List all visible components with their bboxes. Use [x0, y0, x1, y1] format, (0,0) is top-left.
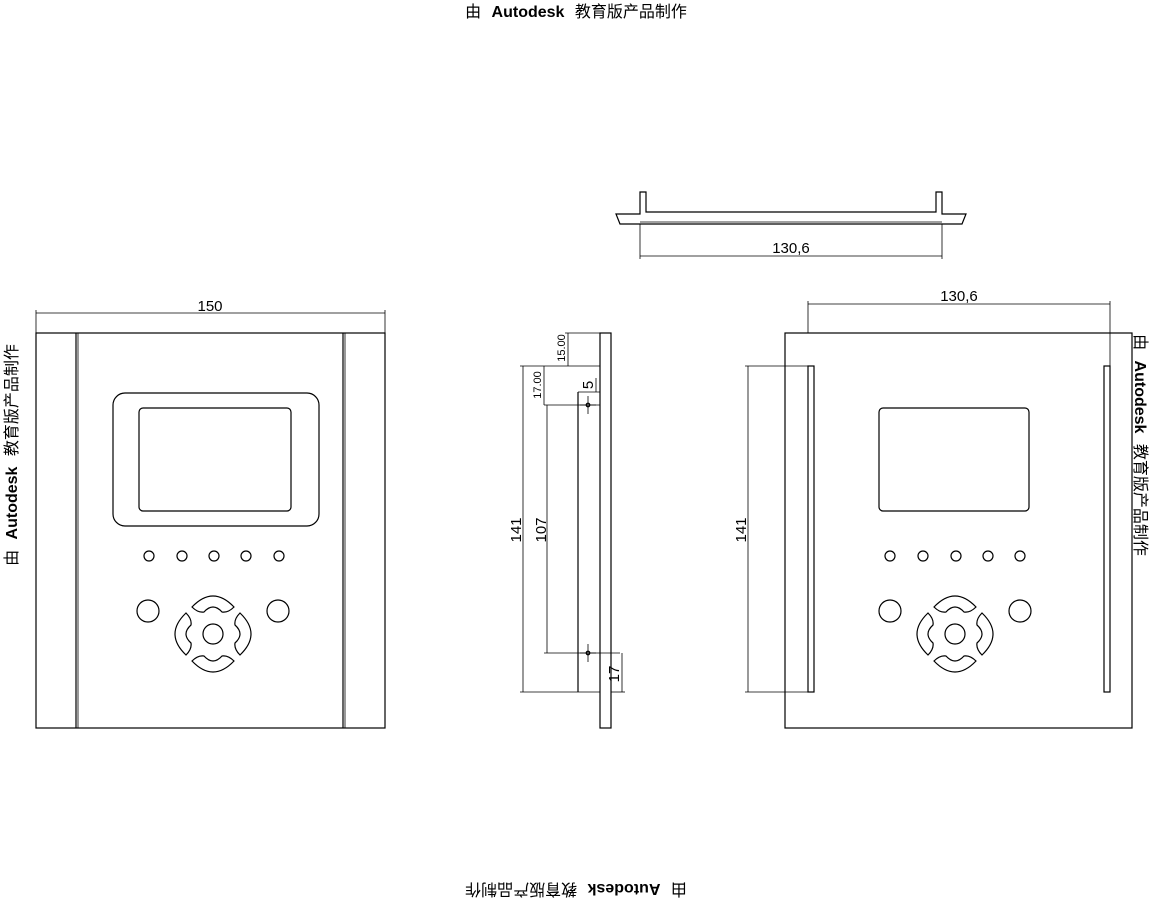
rear-key-down [933, 655, 977, 673]
watermark-left: 由 Autodesk 教育版产品制作 [3, 344, 21, 566]
top-width-label: 130,6 [772, 240, 810, 257]
watermark-top-prefix: 由 [465, 3, 481, 21]
watermark-bottom-brand: Autodesk [587, 880, 660, 897]
rear-view: 130,6 141 [733, 288, 1133, 729]
front-view: 150 [35, 298, 386, 729]
rear-key-right [976, 612, 994, 656]
rear-led [884, 550, 896, 562]
watermark-top: 由 Autodesk 教育版产品制作 [465, 3, 687, 21]
rear-led [950, 550, 962, 562]
front-key-center [202, 623, 224, 645]
front-display-screen [138, 407, 292, 512]
front-key-up [191, 595, 235, 613]
side-hole-offset-label: 17.00 [532, 371, 544, 399]
rear-key-up [933, 595, 977, 613]
rear-display [878, 407, 1030, 512]
watermark-right-prefix: 由 [1131, 334, 1149, 350]
rear-rail-left [807, 365, 815, 693]
side-hole-top [580, 396, 596, 414]
side-hole-bottom [580, 644, 596, 662]
side-panel [599, 332, 612, 729]
rear-keypad [916, 595, 994, 673]
front-key-left [174, 612, 192, 656]
watermark-left-suffix: 教育版产品制作 [3, 344, 21, 456]
front-button-left [136, 599, 160, 623]
front-led [240, 550, 252, 562]
watermark-bottom-prefix: 由 [671, 880, 687, 898]
rear-led [917, 550, 929, 562]
side-hole-spacing-label: 107 [533, 517, 550, 542]
side-view: 141 15.00 17.00 107 5 17 [508, 332, 625, 729]
rear-width-label: 130,6 [940, 288, 978, 305]
side-height-label: 141 [508, 517, 525, 542]
watermark-bottom-suffix: 教育版产品制作 [465, 880, 577, 898]
rear-key-left [916, 612, 934, 656]
watermark-top-suffix: 教育版产品制作 [575, 3, 687, 21]
rear-key-center [944, 623, 966, 645]
rear-body [784, 332, 1133, 729]
watermark-right: 由 Autodesk 教育版产品制作 [1131, 334, 1149, 556]
front-led [273, 550, 285, 562]
rear-button-left [878, 599, 902, 623]
rear-button-right [1008, 599, 1032, 623]
rear-height-label: 141 [733, 517, 750, 542]
rear-rail-right [1103, 365, 1111, 693]
watermark-bottom: 由 Autodesk 教育版产品制作 [465, 880, 687, 898]
watermark-right-suffix: 教育版产品制作 [1131, 444, 1149, 556]
side-small-label: 5 [580, 381, 597, 389]
front-led [176, 550, 188, 562]
front-key-right [234, 612, 252, 656]
watermark-left-prefix: 由 [3, 550, 21, 566]
front-led [143, 550, 155, 562]
front-keypad [174, 595, 252, 673]
side-bottom-label: 17 [606, 666, 623, 683]
front-button-right [266, 599, 290, 623]
top-view: 130,6 [615, 191, 967, 259]
front-led [208, 550, 220, 562]
side-top-offset-label: 15.00 [556, 334, 568, 362]
front-display-bezel [112, 392, 320, 527]
rear-led [1014, 550, 1026, 562]
front-key-down [191, 655, 235, 673]
watermark-left-brand: Autodesk [4, 466, 21, 539]
rear-led [982, 550, 994, 562]
watermark-top-brand: Autodesk [492, 4, 565, 21]
top-body [615, 191, 967, 225]
front-body [35, 332, 386, 729]
front-width-label: 150 [197, 298, 222, 315]
watermark-right-brand: Autodesk [1131, 361, 1148, 434]
